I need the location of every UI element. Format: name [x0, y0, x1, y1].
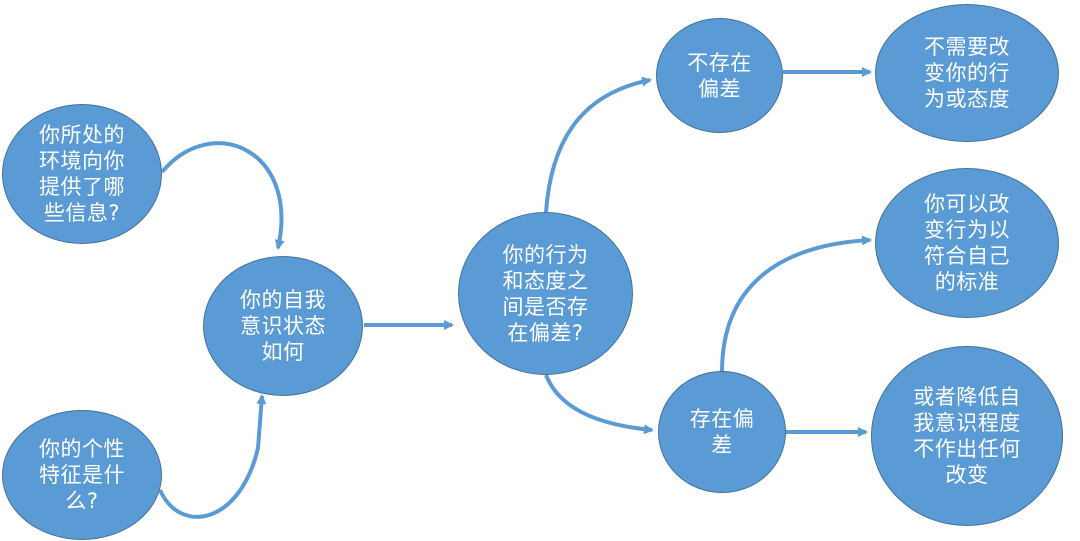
- node-self-awareness: 你的自我 意识状态 如何: [203, 256, 363, 396]
- node-lower-label: 或者降低自 我意识程度 不作出任何 改变: [913, 385, 1021, 487]
- node-lower: 或者降低自 我意识程度 不作出任何 改变: [871, 346, 1063, 526]
- node-personality-label: 你的个性 特征是什 么?: [39, 437, 125, 513]
- node-no-bias-label: 不存在 偏差: [687, 50, 752, 101]
- node-personality: 你的个性 特征是什 么?: [2, 410, 162, 540]
- edge-discrepancy-to-bias: [544, 374, 654, 435]
- node-no-bias: 不存在 偏差: [656, 18, 783, 133]
- node-self-awareness-label: 你的自我 意识状态 如何: [240, 288, 326, 364]
- edge-bias-to-change: [720, 235, 872, 373]
- edge-personality-to-self-awareness: [158, 394, 267, 519]
- node-no-change-label: 不需要改 变你的行 为或态度: [924, 35, 1010, 111]
- edge-discrepancy-to-no-bias: [544, 76, 652, 213]
- node-bias: 存在偏 差: [658, 371, 786, 493]
- node-environment-label: 你所处的 环境向你 提供了哪 些信息?: [39, 123, 125, 225]
- node-change: 你可以改 变行为以 符合自己 的标准: [875, 168, 1059, 318]
- node-bias-label: 存在偏 差: [689, 407, 755, 457]
- node-discrepancy-label: 你的行为 和态度之 间是否存 在偏差?: [502, 242, 589, 345]
- node-environment: 你所处的 环境向你 提供了哪 些信息?: [2, 104, 162, 244]
- node-no-change: 不需要改 变你的行 为或态度: [875, 4, 1059, 142]
- node-discrepancy: 你的行为 和态度之 间是否存 在偏差?: [458, 212, 633, 375]
- edge-environment-to-self-awareness: [160, 141, 285, 250]
- node-change-label: 你可以改 变行为以 符合自己 的标准: [924, 192, 1010, 294]
